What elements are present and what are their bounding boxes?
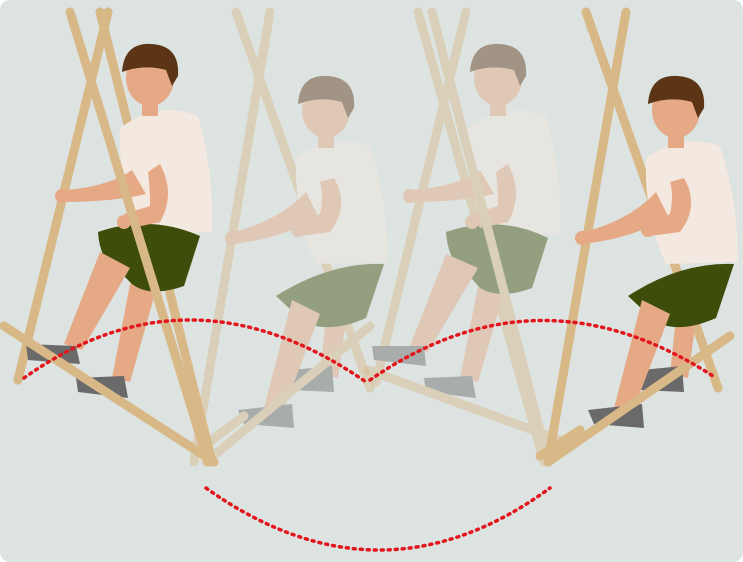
hand (291, 223, 305, 237)
hand (55, 189, 69, 203)
hand (465, 215, 479, 229)
hand (641, 223, 655, 237)
hand (225, 231, 239, 245)
hand (403, 189, 417, 203)
hand (575, 231, 589, 245)
